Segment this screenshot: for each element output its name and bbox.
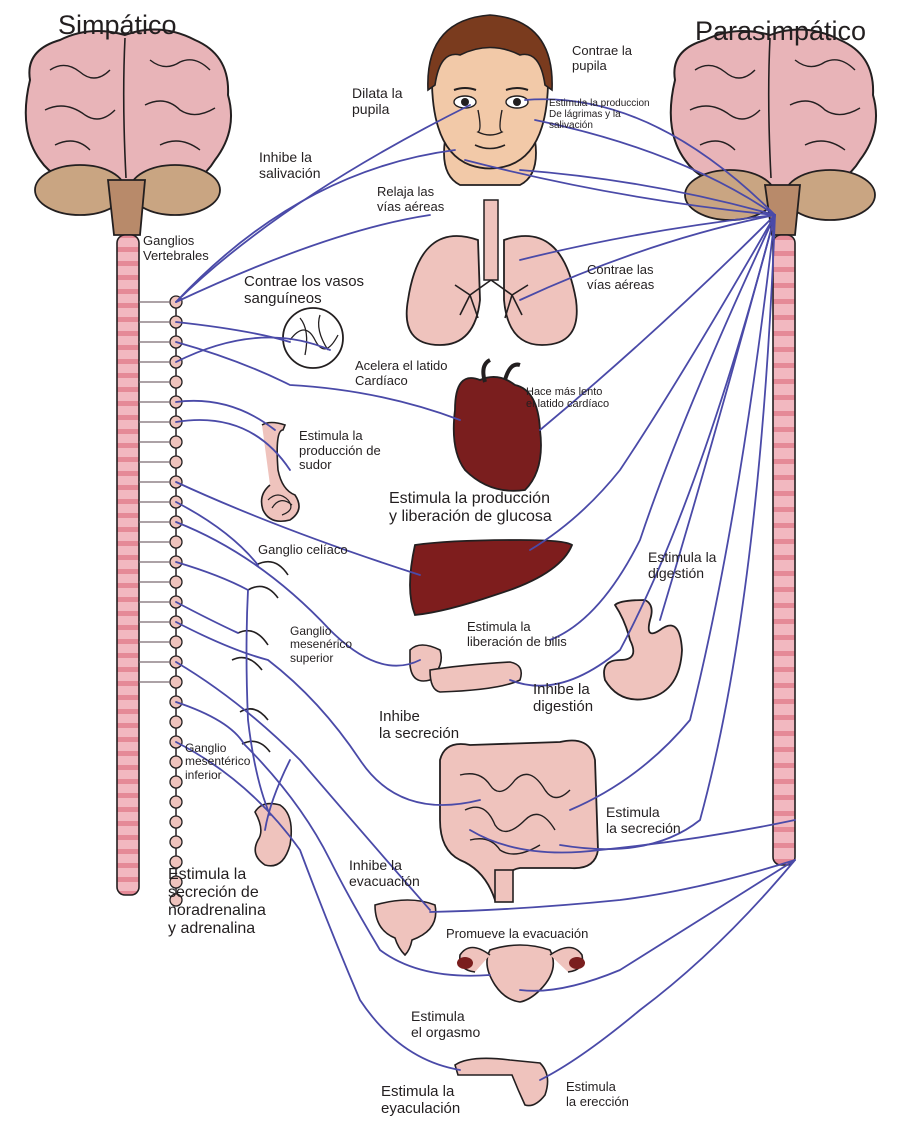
label-promote-evacuation: Promueve la evacuación xyxy=(446,927,588,942)
label-erection: Estimula la erección xyxy=(566,1080,629,1109)
label-contract-pupil: Contrae la pupila xyxy=(572,44,632,73)
adrenal-kidney-illustration xyxy=(255,804,291,866)
bladder-illustration xyxy=(375,900,436,955)
heart-illustration xyxy=(454,360,541,491)
label-stimulate-digestion: Estimula la digestión xyxy=(648,550,716,581)
liver-illustration xyxy=(410,540,572,615)
parasympathetic-brain xyxy=(671,30,876,235)
penis-illustration xyxy=(455,1058,548,1105)
uterus-illustration xyxy=(457,945,585,1002)
label-inhibit-saliva: Inhibe la salivación xyxy=(259,150,320,181)
label-ejaculation: Estimula la eyaculación xyxy=(381,1084,460,1118)
sympathetic-spinal-cord xyxy=(117,235,139,895)
pancreas-illustration xyxy=(410,645,521,692)
label-bile: Estimula la liberación de bilis xyxy=(467,620,567,649)
blood-vessels-illustration xyxy=(283,308,343,368)
label-inhibit-evacuation: Inhibe la evacuación xyxy=(349,858,420,889)
label-accelerate-heart: Acelera el latido Cardíaco xyxy=(355,359,448,388)
label-inferior-mesenteric: Ganglio mesentérico inferior xyxy=(185,742,250,782)
label-inhibit-secretion: Inhibe la secreción xyxy=(379,709,459,743)
label-dilate-pupil: Dilata la pupila xyxy=(352,86,403,117)
label-slow-heart: Hace más lento el latido cardíaco xyxy=(526,386,609,411)
label-adrenaline: Estimula la secreción de noradrenalina y… xyxy=(168,866,266,938)
sweat-gland-illustration xyxy=(262,423,299,522)
parasympathetic-heading: Parasimpático xyxy=(695,18,866,45)
stomach-illustration xyxy=(604,600,682,700)
label-sweat: Estimula la producción de sudor xyxy=(299,429,381,473)
label-contract-vessels: Contrae los vasos sanguíneos xyxy=(244,274,364,308)
parasympathetic-spinal-cord xyxy=(773,235,795,865)
label-stimulate-secretion: Estimula la secreción xyxy=(606,805,681,836)
label-glucose: Estimula la producción y liberación de g… xyxy=(389,490,552,526)
sympathetic-ganglion-chain xyxy=(139,296,182,906)
sympathetic-brain xyxy=(26,30,231,235)
label-inhibit-digestion: Inhibe la digestión xyxy=(533,682,593,716)
label-relax-airways: Relaja las vías aéreas xyxy=(377,185,444,214)
label-superior-mesenteric: Ganglio mesenérico superior xyxy=(290,625,352,665)
label-contract-airways: Contrae las vías aéreas xyxy=(587,263,654,292)
label-orgasm: Estimula el orgasmo xyxy=(411,1009,480,1040)
sympathetic-heading: Simpático xyxy=(58,12,177,39)
label-vertebral-ganglia: Ganglios Vertebrales xyxy=(143,234,209,263)
intestines-illustration xyxy=(440,740,598,902)
label-tears-saliva: Estimula la produccion De lágrimas y la … xyxy=(549,98,650,132)
lungs-illustration xyxy=(407,200,577,345)
label-celiac-ganglion: Ganglio celíaco xyxy=(258,543,348,558)
